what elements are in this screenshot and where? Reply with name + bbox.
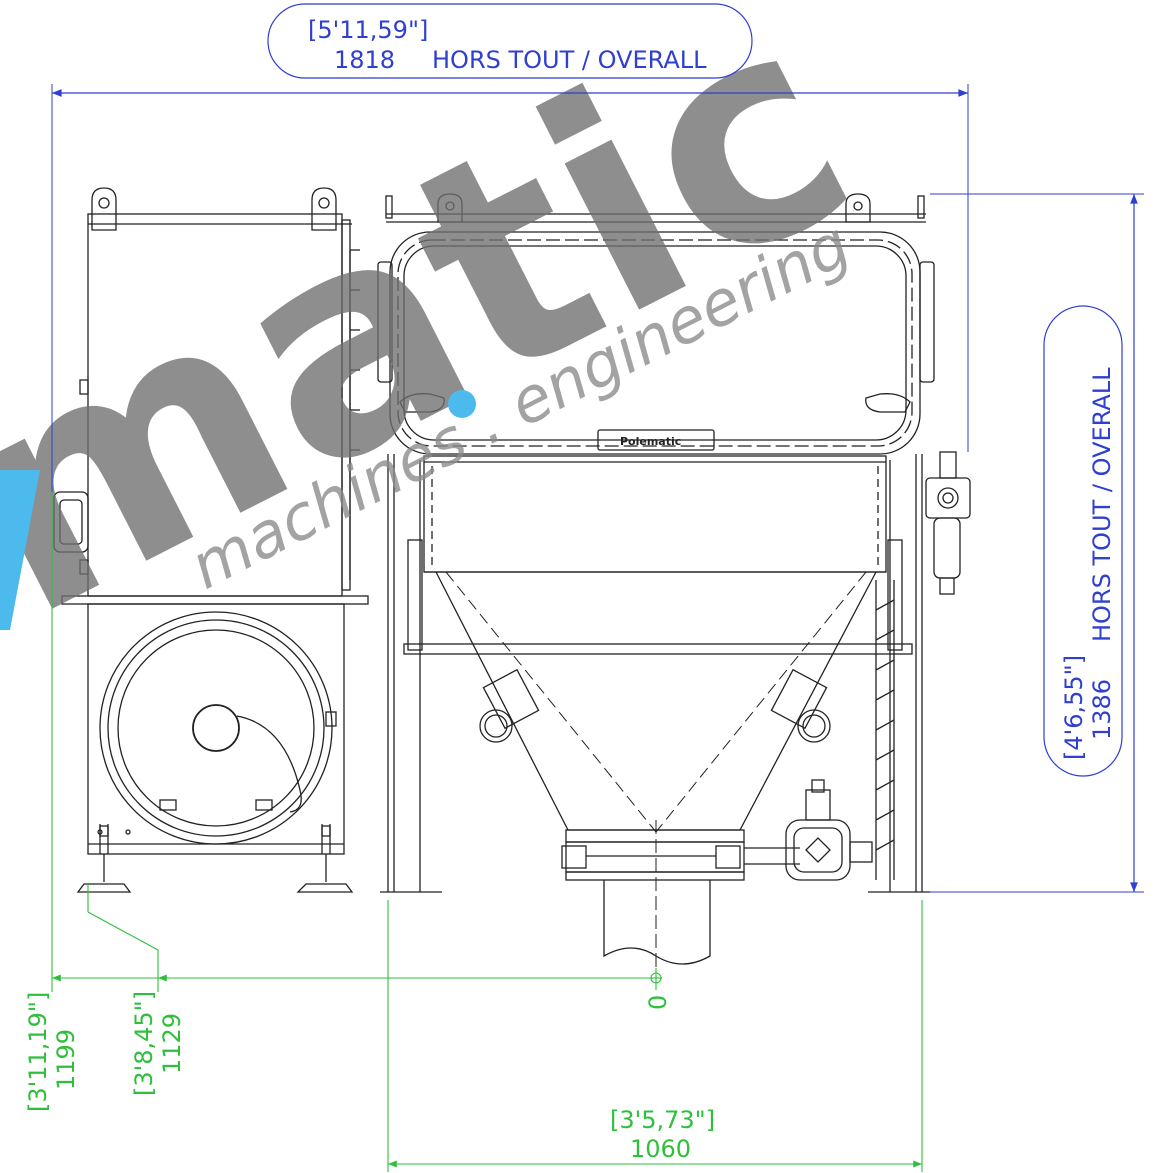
discharge-cone <box>435 571 877 831</box>
watermark: matic machines . engineering <box>0 0 899 683</box>
cross-bar <box>403 643 913 655</box>
front-view <box>377 193 971 968</box>
lower-housing <box>87 603 345 855</box>
side-view-feet <box>76 824 354 893</box>
base-width-imperial: [3'5,73"] <box>610 1106 715 1134</box>
right-clamp <box>865 393 911 413</box>
left-lifting-lug <box>91 187 337 231</box>
green-dimension-labels: 0 [3'11,19"] 1199 [3'8,45"] 1129 [3'5,73… <box>24 991 715 1163</box>
frame-legs <box>380 454 930 893</box>
left-offset-outer-imperial: [3'11,19"] <box>24 992 52 1112</box>
left-gas-spring <box>377 261 393 383</box>
watermark-accent-shape <box>0 470 40 630</box>
discharge-flange <box>565 829 745 843</box>
left-clamp <box>399 393 445 413</box>
watermark-brand: matic <box>0 0 899 683</box>
watermark-dot-icon <box>448 390 476 418</box>
overall-width-caption: HORS TOUT / OVERALL <box>432 46 707 74</box>
overall-height-balloon <box>1043 305 1123 777</box>
base-width-metric: 1060 <box>630 1135 691 1163</box>
left-vibrator <box>479 668 540 743</box>
rotary-valve-shaft <box>192 704 240 752</box>
right-gas-spring <box>919 261 935 383</box>
blue-dimensions: [5'11,59"] 1818 HORS TOUT / OVERALL [4'6… <box>51 3 1144 893</box>
right-vibrator <box>770 668 831 743</box>
side-handle <box>53 491 89 553</box>
green-dimensions <box>51 492 923 1172</box>
overall-width-metric: 1818 <box>334 46 395 74</box>
side-view <box>53 187 369 893</box>
filter-regulator <box>925 451 971 595</box>
outlet-spout <box>603 880 711 965</box>
hopper-body <box>423 455 887 573</box>
overall-width-balloon <box>267 3 753 79</box>
overall-height-metric: 1386 <box>1088 679 1116 740</box>
left-offset-inner-metric: 1129 <box>158 1013 186 1074</box>
left-offset-inner-imperial: [3'8,45"] <box>130 991 158 1096</box>
nameplate-text: Polematic <box>620 435 681 448</box>
overall-width-imperial: [5'11,59"] <box>308 16 428 44</box>
left-offset-outer-metric: 1199 <box>52 1029 80 1090</box>
overall-height-imperial: [4'6,55"] <box>1060 655 1088 760</box>
butterfly-actuator <box>744 779 873 881</box>
datum-label: 0 <box>644 995 672 1010</box>
overall-height-caption: HORS TOUT / OVERALL <box>1088 367 1116 642</box>
rotary-valve-outer <box>99 611 333 845</box>
side-ladder <box>875 580 895 880</box>
nameplate <box>597 429 715 451</box>
